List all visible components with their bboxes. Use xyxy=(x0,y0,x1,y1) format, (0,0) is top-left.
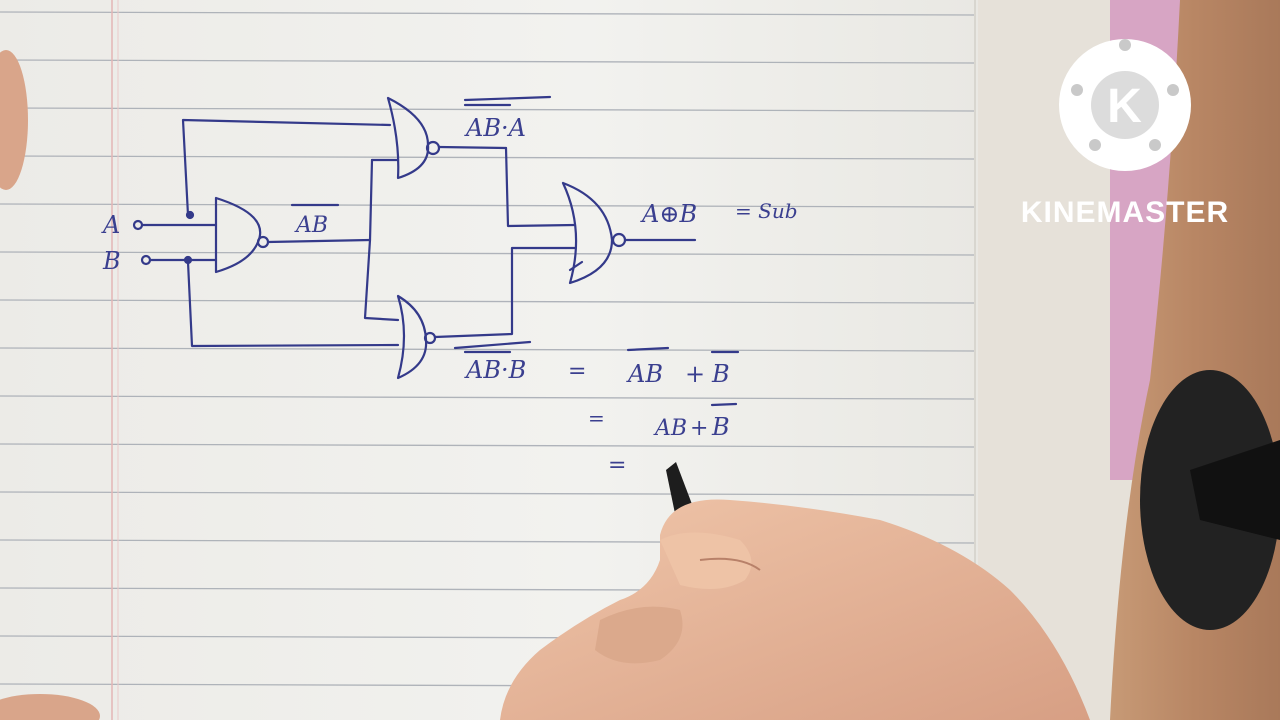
derivation-rhs-2b: + xyxy=(690,416,708,441)
input-label-b: B xyxy=(102,247,121,275)
derivation-rhs-2c: B xyxy=(711,413,730,441)
derivation: = AB + B = AB + B = xyxy=(568,359,730,478)
logic-circuit xyxy=(132,95,740,407)
label-top-nand-output: AB·A xyxy=(464,114,526,142)
ruled-line xyxy=(0,11,976,16)
derivation-rhs-1c: B xyxy=(711,360,730,388)
derivation-rhs-1a: AB xyxy=(626,360,663,388)
ruled-line xyxy=(0,491,976,496)
derivation-rhs-1b: + xyxy=(685,360,705,388)
hand-with-pen xyxy=(500,462,1090,720)
ruled-line xyxy=(0,299,976,304)
ruled-line xyxy=(0,107,976,112)
derivation-eq-3: = xyxy=(608,453,626,478)
label-first-nand-output: AB xyxy=(294,213,328,238)
derivation-rhs-2a: AB xyxy=(653,416,687,441)
derivation-eq-1: = xyxy=(568,359,586,384)
label-final-output-suffix: = Sub xyxy=(735,199,798,223)
derivation-eq-2: = xyxy=(588,406,605,430)
ruled-lines xyxy=(0,11,976,688)
ruled-line xyxy=(0,59,976,64)
ruled-line xyxy=(0,347,976,352)
ruled-line xyxy=(0,155,976,160)
kinemaster-brand-text: KINEMASTER xyxy=(1021,196,1229,229)
label-final-output: A⊕B xyxy=(640,200,697,228)
kinemaster-watermark: K KINEMASTER xyxy=(1021,39,1229,229)
ruled-line xyxy=(0,251,976,256)
ruled-line xyxy=(0,395,976,400)
hand xyxy=(500,499,1090,720)
label-bottom-nand-output: AB·B xyxy=(464,356,526,384)
input-label-a: A xyxy=(101,211,120,239)
pen-cap xyxy=(1190,440,1280,540)
ruled-line xyxy=(0,443,976,448)
finger-left xyxy=(0,50,28,190)
ruled-line xyxy=(0,203,976,208)
kinemaster-logo-letter: K xyxy=(1107,80,1143,133)
